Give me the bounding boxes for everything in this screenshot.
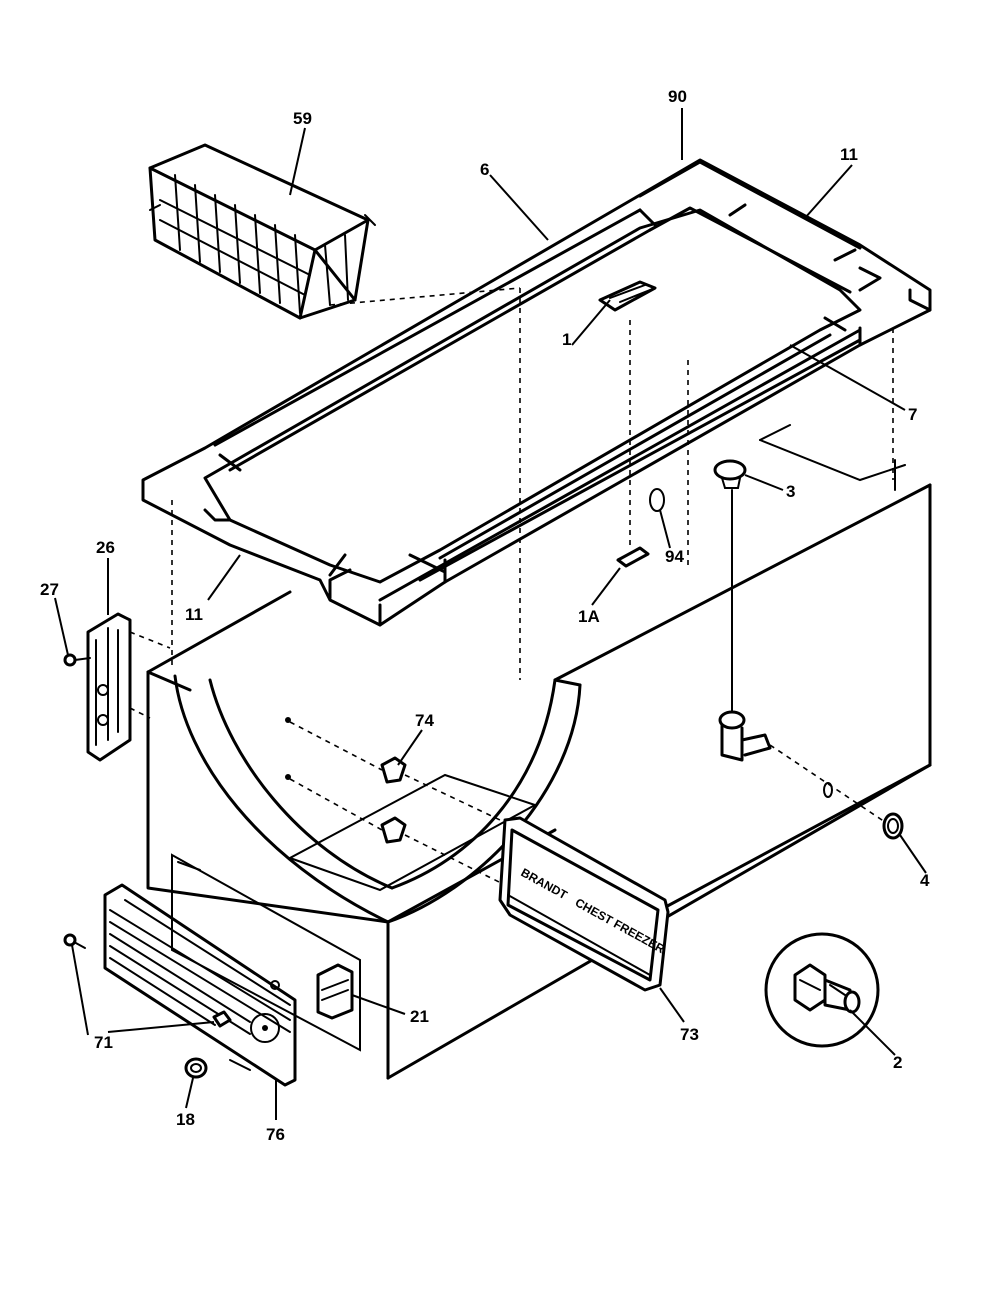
callout-4: 4	[920, 871, 930, 890]
drain-cap	[882, 812, 904, 840]
callout-73: 73	[680, 1025, 699, 1044]
callout-74: 74	[415, 711, 434, 730]
nameplate	[498, 816, 670, 992]
callout-21: 21	[410, 1007, 429, 1026]
light-switch	[598, 280, 657, 312]
assembly-lines	[171, 287, 894, 680]
callout-11-top: 11	[840, 145, 858, 164]
relay-overload	[316, 963, 354, 1020]
callout-1: 1	[562, 330, 571, 349]
callout-76: 76	[266, 1125, 285, 1144]
callout-labels: 90 11 6 59 1 7 3 94 1A 26 27 11 74 4 21 …	[40, 87, 930, 1144]
callout-1a: 1A	[578, 607, 600, 626]
grommet	[184, 1057, 208, 1079]
callout-18: 18	[176, 1110, 195, 1129]
callout-6: 6	[480, 160, 489, 179]
hinge-screw	[63, 653, 91, 667]
callout-94: 94	[665, 547, 684, 566]
compressor-compartment	[171, 853, 361, 1052]
callout-26: 26	[96, 538, 115, 557]
callout-59: 59	[293, 109, 312, 128]
front-grille	[103, 883, 297, 1087]
callout-71: 71	[94, 1033, 113, 1052]
switch-actuator	[616, 320, 650, 568]
callout-7: 7	[908, 405, 917, 424]
callout-2: 2	[893, 1053, 902, 1072]
leader-lines	[54, 108, 927, 1120]
gasket-ring	[649, 488, 665, 512]
drain-plug-top	[713, 459, 747, 716]
lid-hinge	[86, 612, 171, 762]
callout-11-left: 11	[185, 605, 203, 624]
grille-screws	[63, 933, 232, 1028]
breaker-strip-frame	[141, 158, 932, 627]
callout-27: 27	[40, 580, 59, 599]
callout-3: 3	[786, 482, 795, 501]
wire-basket	[148, 143, 376, 320]
drain-fitting-detail	[764, 932, 880, 1048]
drain-tube	[718, 710, 886, 823]
callout-90: 90	[668, 87, 687, 106]
